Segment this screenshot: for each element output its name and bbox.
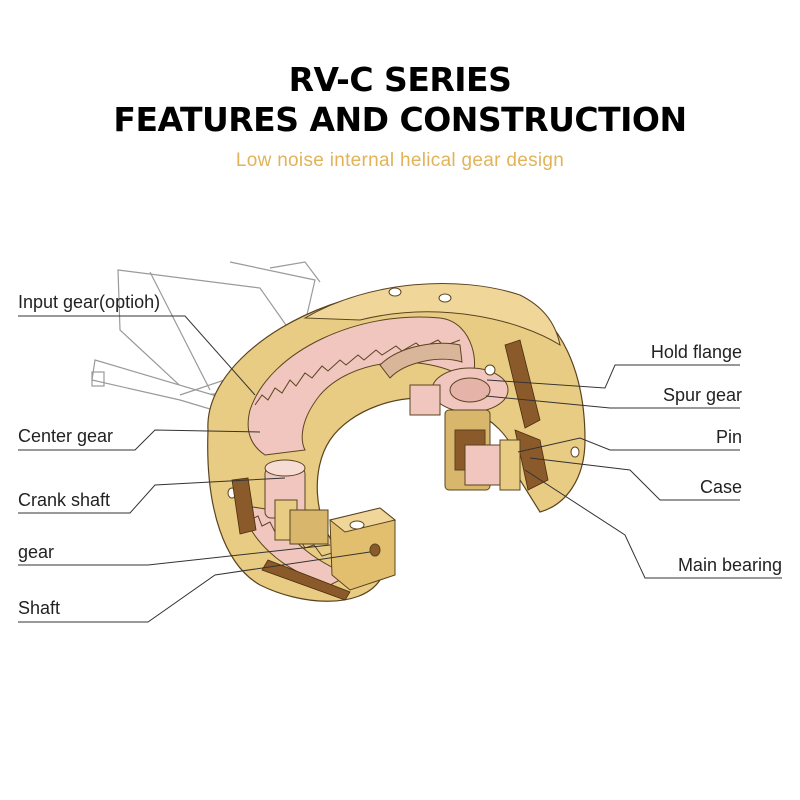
label-spur-gear: Spur gear (662, 385, 742, 405)
shaft-block (328, 507, 397, 591)
spur-gear-assembly (409, 364, 521, 491)
leader-shaft (18, 551, 371, 623)
center-gear-plate (247, 316, 476, 456)
leader-case (529, 457, 740, 501)
title-line-1: RV-C SERIES (288, 60, 512, 99)
label-case: Case (699, 477, 742, 497)
bearing-strips (231, 339, 549, 601)
leader-main-bearing (524, 469, 782, 579)
title-line-2: FEATURES AND CONSTRUCTION (113, 100, 687, 139)
leader-spur-gear (485, 395, 740, 409)
leader-center-gear (18, 429, 261, 451)
label-gear: gear (18, 542, 55, 562)
leader-crank-shaft (18, 477, 286, 514)
label-main-bearing: Main bearing (677, 555, 782, 575)
label-pin: Pin (715, 427, 742, 447)
leader-lines (18, 315, 782, 623)
label-hold-flange: Hold flange (650, 342, 742, 362)
leader-pin (517, 437, 740, 453)
subtitle: Low noise internal helical gear design (235, 150, 565, 171)
leader-gear (18, 544, 331, 566)
leader-hold-flange (486, 364, 740, 389)
label-input-gear: Input gear(optioh) (18, 292, 161, 312)
leader-input-gear (18, 315, 256, 396)
label-shaft: Shaft (18, 598, 61, 618)
crank-shaft-left (264, 459, 329, 545)
label-crank-shaft: Crank shaft (18, 490, 111, 510)
label-center-gear: Center gear (18, 426, 114, 446)
